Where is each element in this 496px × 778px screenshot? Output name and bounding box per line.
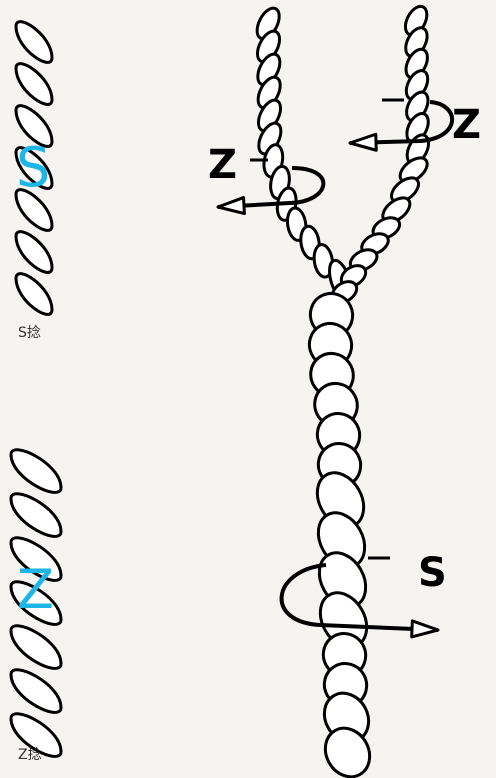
twist-segment — [16, 232, 52, 273]
s-twist-caption: S捻 — [18, 322, 41, 342]
twist-segment — [16, 64, 52, 105]
s-overlay-letter: S — [16, 136, 50, 199]
right-strand-rotation-arrow — [350, 102, 452, 143]
left-single-strand — [253, 5, 355, 302]
right-single-strand — [329, 3, 433, 307]
plied-two-strand-yarn — [302, 286, 378, 778]
twist-segment — [11, 494, 61, 537]
twist-segment — [11, 450, 61, 493]
twist-segment — [317, 720, 378, 778]
left-strand-z-label: Z — [208, 142, 237, 188]
twist-segment — [11, 670, 61, 713]
twist-segment — [16, 22, 52, 63]
twist-segment — [11, 626, 61, 669]
z-twist-caption: Z捻 — [18, 744, 42, 764]
twist-segment — [16, 274, 52, 315]
right-strand-z-label: Z — [452, 102, 481, 148]
ply-s-label: S — [418, 550, 447, 596]
z-overlay-letter: Z — [17, 558, 54, 621]
